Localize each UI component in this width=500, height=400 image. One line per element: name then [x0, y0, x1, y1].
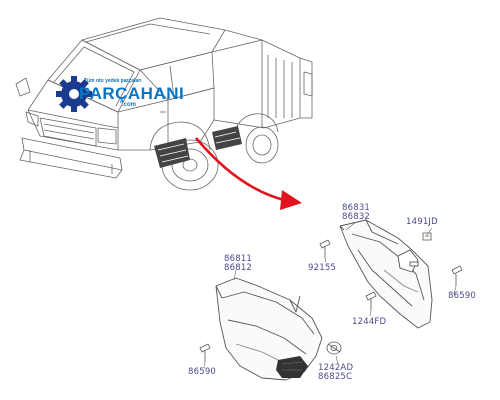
- front-fastener-part: [326, 341, 342, 355]
- rear-mudguard-part: [339, 219, 433, 329]
- rear-leader-lines: [324, 221, 457, 317]
- label-front-screw: 86590: [188, 367, 217, 377]
- rear-screw-left-part: [319, 239, 331, 258]
- label-front-set-2: 86812: [224, 263, 253, 273]
- label-rear-set-1: 86831: [342, 203, 371, 213]
- front-screw-part: [199, 343, 211, 362]
- logo-name: PARÇAHANI: [79, 84, 185, 103]
- vehicle-illustration: [15, 17, 313, 191]
- label-front-fastener-1: 1242AD: [318, 363, 354, 373]
- pointer-arrow: [195, 137, 302, 210]
- front-guard-pad: [276, 356, 308, 378]
- vehicle-highlight-rear: [212, 126, 242, 150]
- rear-screw-right-part: [451, 265, 463, 286]
- label-rear-screw-right: 86590: [448, 291, 477, 301]
- label-rear-clip: 1491JD: [406, 217, 438, 227]
- rear-bolt-part: [365, 291, 377, 310]
- logo-gear-icon: [56, 76, 92, 112]
- rear-clip-part: [422, 232, 432, 241]
- logo-tagline: Tüm oto yedek parçaları: [84, 78, 142, 84]
- label-rear-set-2: 86832: [342, 212, 371, 222]
- vehicle-highlight-front: [154, 138, 190, 168]
- logo-domain: .com: [122, 102, 137, 108]
- label-rear-screw-left: 92155: [308, 263, 337, 273]
- front-mudguard-part: [215, 277, 323, 381]
- label-front-set-1: 86811: [224, 254, 253, 264]
- label-rear-bolt: 1244FD: [352, 317, 387, 327]
- rear-bracket-part: [397, 249, 419, 273]
- front-leader-lines: [203, 269, 339, 369]
- label-front-fastener-2: 86825C: [318, 372, 353, 382]
